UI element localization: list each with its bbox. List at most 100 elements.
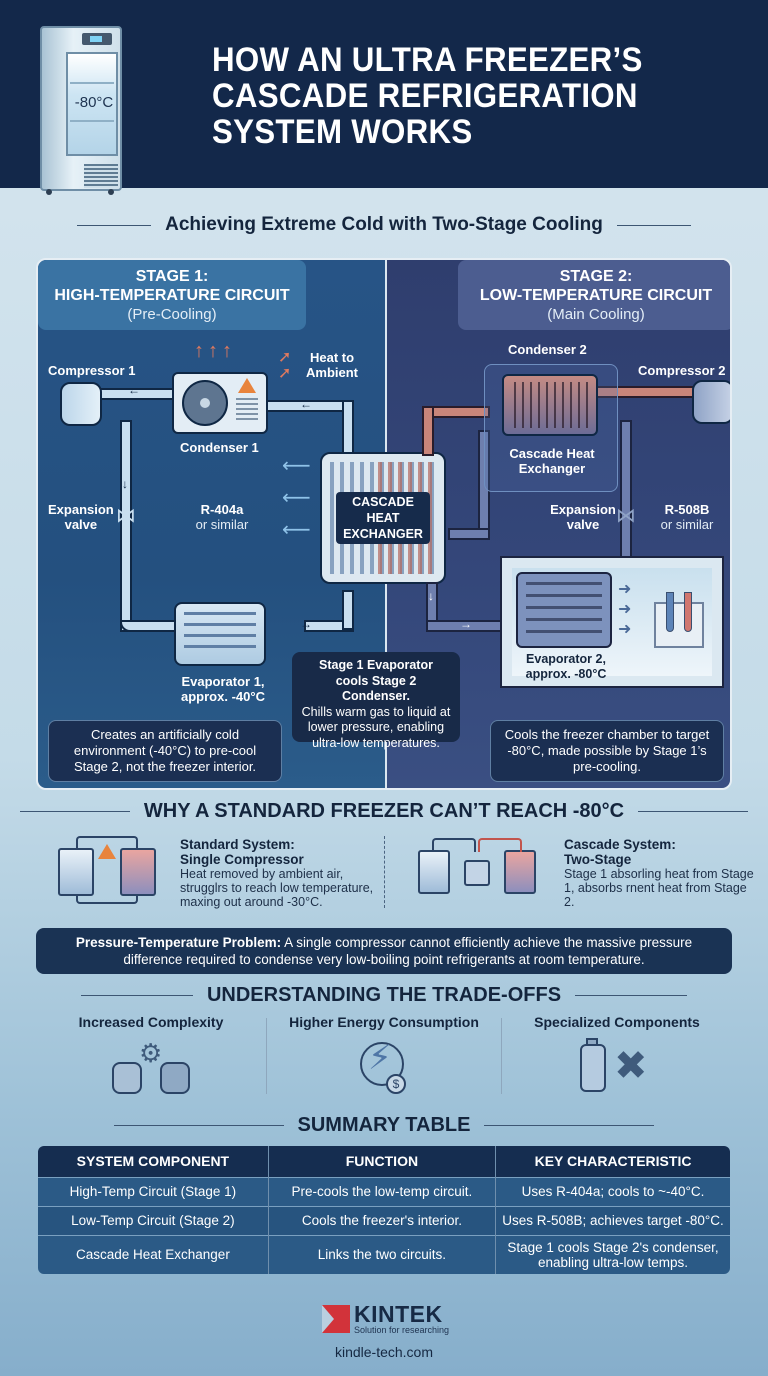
cascade-label-2: Exchanger	[518, 461, 586, 476]
title-line-2: CASCADE REFRIGERATION	[212, 77, 638, 115]
cold-air-arrows-icon: ➜➜➜	[618, 581, 632, 638]
table-header-row: SYSTEM COMPONENT FUNCTION KEY CHARACTERI…	[38, 1146, 730, 1177]
cascade-diagram: STAGE 1: HIGH-TEMPERATURE CIRCUIT (Pre-C…	[36, 258, 732, 790]
table-cell: High-Temp Circuit (Stage 1)	[38, 1176, 269, 1206]
title-line-3: SYSTEM WORKS	[212, 113, 473, 151]
tradeoff-complexity: Increased Complexity ⚙	[36, 1014, 266, 1096]
kintek-logo: KINTEK Solution for researching	[322, 1303, 449, 1335]
pressure-temperature-problem: Pressure-Temperature Problem: A single c…	[36, 928, 732, 974]
warning-icon	[238, 378, 256, 393]
cascade-title-1: Cascade System:	[564, 837, 676, 852]
evaporator-1-temp: approx. -40°C	[181, 689, 265, 704]
table-cell: Cools the freezer's interior.	[268, 1205, 497, 1235]
kintek-logo-icon	[322, 1305, 350, 1333]
ultra-freezer-illustration: -80°C	[40, 26, 122, 200]
summary-heading: SUMMARY TABLE	[0, 1114, 768, 1137]
lightning-dollar-icon: ⚡ $	[354, 1038, 414, 1098]
vent-grille-icon	[84, 164, 118, 188]
column-header: FUNCTION	[268, 1146, 497, 1177]
stage2-header: STAGE 2: LOW-TEMPERATURE CIRCUIT (Main C…	[458, 260, 730, 330]
stage1-subtitle: (Pre-Cooling)	[127, 306, 217, 323]
why-divider	[384, 836, 385, 908]
tradeoff-components-label: Specialized Components	[534, 1014, 700, 1030]
standard-desc: Heat removed by ambient air, strugglrs t…	[180, 867, 374, 909]
evaporator-2-temp: approx. -80°C	[525, 667, 607, 681]
standard-title-1: Standard System:	[180, 837, 295, 852]
refrigerant-1-label: R-404a	[200, 502, 244, 517]
expansion-valve-2-label: Expansion	[550, 502, 616, 517]
warning-icon	[98, 844, 116, 859]
tradeoffs-heading-text: UNDERSTANDING THE TRADE-OFFS	[206, 984, 562, 1006]
freezer-temperature: -80°C	[74, 94, 114, 111]
cascade-system-diagram-icon	[398, 836, 558, 902]
stage1-title: STAGE 1:	[135, 268, 209, 285]
compressors-gear-icon: ⚙	[106, 1040, 196, 1096]
problem-label: Pressure-Temperature Problem:	[75, 935, 282, 950]
website-link[interactable]: kindle-tech.com	[334, 1344, 434, 1360]
stage2-title: STAGE 2:	[559, 268, 633, 285]
cascade-heat-exchanger-icon: CASCADE HEAT EXCHANGER	[320, 452, 446, 584]
table-cell: Low-Temp Circuit (Stage 2)	[38, 1205, 269, 1235]
column-header: SYSTEM COMPONENT	[38, 1146, 269, 1177]
subtitle-heading: Achieving Extreme Cold with Two-Stage Co…	[0, 214, 768, 236]
compressor-2-label: Compressor 2	[638, 363, 726, 378]
expansion-valve-2-label-2: valve	[566, 517, 600, 532]
standard-system-diagram-icon	[40, 836, 170, 904]
tradeoff-energy-label: Higher Energy Consumption	[289, 1014, 479, 1030]
table-cell: Links the two circuits.	[268, 1234, 497, 1274]
tradeoff-components: Specialized Components ✖	[502, 1014, 732, 1098]
tradeoffs-heading: UNDERSTANDING THE TRADE-OFFS	[0, 984, 768, 1007]
table-row: High-Temp Circuit (Stage 1) Pre-cools th…	[38, 1176, 730, 1206]
evaporator-2-coil-icon	[516, 572, 612, 648]
condenser-1-label: Condenser 1	[180, 440, 259, 455]
expansion-valve-2-icon: ⋈	[616, 505, 636, 527]
summary-heading-text: SUMMARY TABLE	[297, 1114, 471, 1136]
evaporator-2-label: Evaporator 2,	[526, 652, 606, 666]
cascade-hx-label-3: EXCHANGER	[343, 527, 423, 541]
condenser-2-label: Condenser 2	[508, 342, 587, 357]
heat-label-line1: Heat to	[309, 350, 355, 365]
stage1-note: Creates an artificially cold environment…	[48, 720, 282, 782]
stage2-subtitle: (Main Cooling)	[547, 306, 645, 323]
why-heading-text: WHY A STANDARD FREEZER CAN’T REACH -80°C	[143, 800, 625, 822]
header-banner: -80°C HOW AN ULTRA FREEZER’S CASCADE REF…	[0, 0, 768, 195]
center-note-bold-1: Stage 1 Evaporator	[319, 658, 433, 672]
column-header: KEY CHARACTERISTIC	[495, 1146, 730, 1177]
title-line-1: HOW AN ULTRA FREEZER’S	[212, 41, 643, 79]
tradeoff-complexity-label: Increased Complexity	[78, 1014, 224, 1030]
stage2-name: LOW-TEMPERATURE CIRCUIT	[479, 287, 713, 304]
refrigerant-2-sub: or similar	[660, 517, 714, 532]
heat-out-arrows-icon: ➚➚	[278, 349, 292, 382]
expansion-valve-1-label-2: valve	[64, 517, 98, 532]
evaporator-1-label: Evaporator 1,	[181, 674, 265, 689]
refrigerant-1-sub: or similar	[195, 517, 249, 532]
cascade-label: Cascade Heat	[509, 446, 595, 461]
stage1-header: STAGE 1: HIGH-TEMPERATURE CIRCUIT (Pre-C…	[38, 260, 306, 330]
expansion-valve-1-icon: ⋈	[116, 505, 136, 527]
compressor-2-icon	[692, 380, 730, 424]
center-note-text: Chills warm gas to liquid at lower press…	[301, 704, 451, 750]
bottle-tools-icon: ✖	[572, 1038, 662, 1098]
refrigerant-2-label: R-508B	[664, 502, 710, 517]
why-heading: WHY A STANDARD FREEZER CAN’T REACH -80°C	[0, 800, 768, 823]
evaporator-1-coil-icon	[174, 602, 266, 666]
expansion-valve-1-label: Expansion	[48, 502, 114, 517]
table-cell: Pre-cools the low-temp circuit.	[268, 1176, 497, 1206]
condenser-1-fan-icon	[172, 372, 268, 434]
table-row: Cascade Heat Exchanger Links the two cir…	[38, 1234, 730, 1274]
heat-up-arrows-icon: ↑↑↑	[194, 340, 236, 362]
subtitle-text: Achieving Extreme Cold with Two-Stage Co…	[165, 214, 603, 235]
center-note: Stage 1 Evaporator cools Stage 2 Condens…	[292, 652, 460, 750]
cascade-desc: Stage 1 absorling heat from Stage 1, abs…	[564, 867, 754, 909]
brand-tagline: Solution for researching	[354, 1325, 450, 1335]
summary-table: SYSTEM COMPONENT FUNCTION KEY CHARACTERI…	[36, 1144, 732, 1276]
cold-flow-arrows-icon: ⟵⟵⟵	[282, 455, 311, 541]
page-title: HOW AN ULTRA FREEZER’S CASCADE REFRIGERA…	[212, 42, 709, 150]
heat-label-line2: Ambient	[306, 365, 358, 380]
tradeoff-energy: Higher Energy Consumption ⚡ $	[269, 1014, 499, 1098]
standard-title-2: Single Compressor	[180, 852, 304, 867]
cascade-hx-label-2: HEAT	[366, 511, 400, 525]
cascade-title-2: Two-Stage	[564, 852, 632, 867]
cascade-system-text: Cascade System: Two-Stage Stage 1 absorl…	[564, 837, 754, 909]
brand-name: KINTEK	[354, 1301, 443, 1327]
